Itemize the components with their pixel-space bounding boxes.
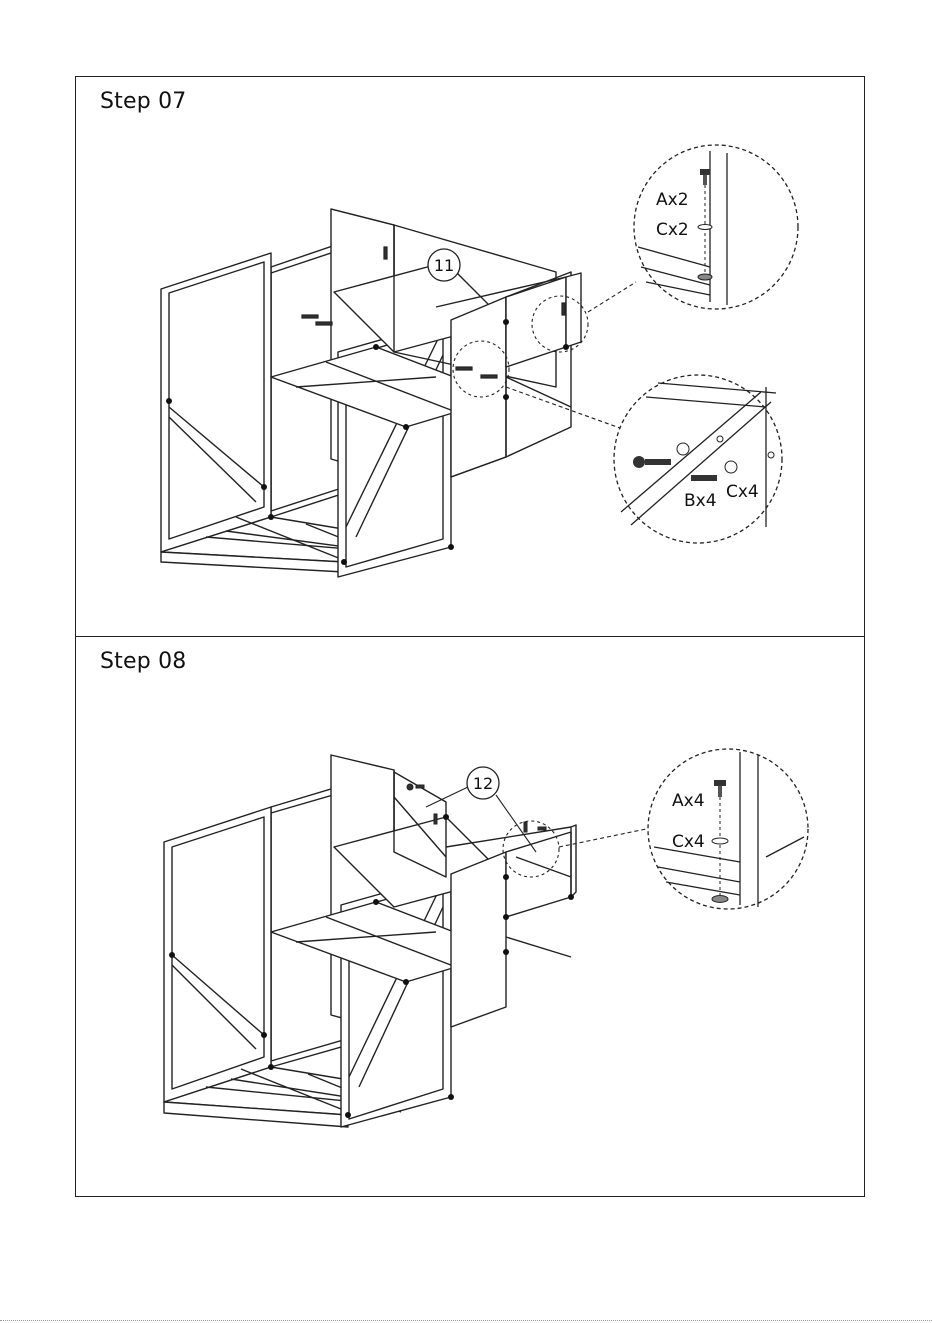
upper-front-frame [451,852,506,1027]
screw-icon [316,322,332,325]
detail-callout-top: Ax4 Cx4 [648,749,808,909]
detail-callout-top: Ax2 Cx2 [634,145,798,309]
washer-icon [677,443,689,455]
screw-icon [524,822,527,832]
insert-icon [698,274,712,280]
screw-icon [302,315,318,318]
insert-icon [712,896,728,903]
screw-icon [562,303,565,315]
screw-icon [456,367,472,370]
callout-cx4: Cx4 [726,482,759,502]
part-number-12: 12 [473,774,493,793]
callout-ax2: Ax2 [656,190,689,210]
step-07-panel: Step 07 [75,76,865,638]
step-08-assembly-drawing: 12 Ax4 Cx4 [76,637,864,1196]
part-12-frame [506,832,571,917]
bolt-head-icon [633,456,645,468]
callout-ax4: Ax4 [672,791,705,811]
bolt-icon [691,475,717,481]
washer-icon [698,225,712,230]
screw-icon [407,784,413,790]
washer-icon [725,461,737,473]
screw-icon [538,827,546,830]
callout-cx2: Cx2 [656,220,689,240]
bolt-head-icon [714,780,726,786]
bolt-head-icon [700,169,710,175]
bolt-icon [645,459,671,465]
screw-icon [434,814,437,824]
screw-icon [384,247,387,259]
part-11-frame [566,273,581,347]
washer-icon [712,838,728,844]
left-end-frame [164,807,271,1102]
callout-bx4: Bx4 [684,491,717,511]
step-08-panel: Step 08 [75,636,865,1197]
page-bottom-edge [0,1320,932,1321]
bolt-icon [718,786,722,797]
part-number-11: 11 [434,256,454,275]
screw-icon [481,375,497,378]
detail-callout-bottom: Bx4 Cx4 [614,375,782,543]
screw-icon [416,785,424,788]
step-07-assembly-drawing: 11 Ax2 Cx2 [76,77,864,637]
left-end-frame [161,253,271,552]
callout-cx4: Cx4 [672,832,705,852]
bolt-icon [703,175,707,185]
